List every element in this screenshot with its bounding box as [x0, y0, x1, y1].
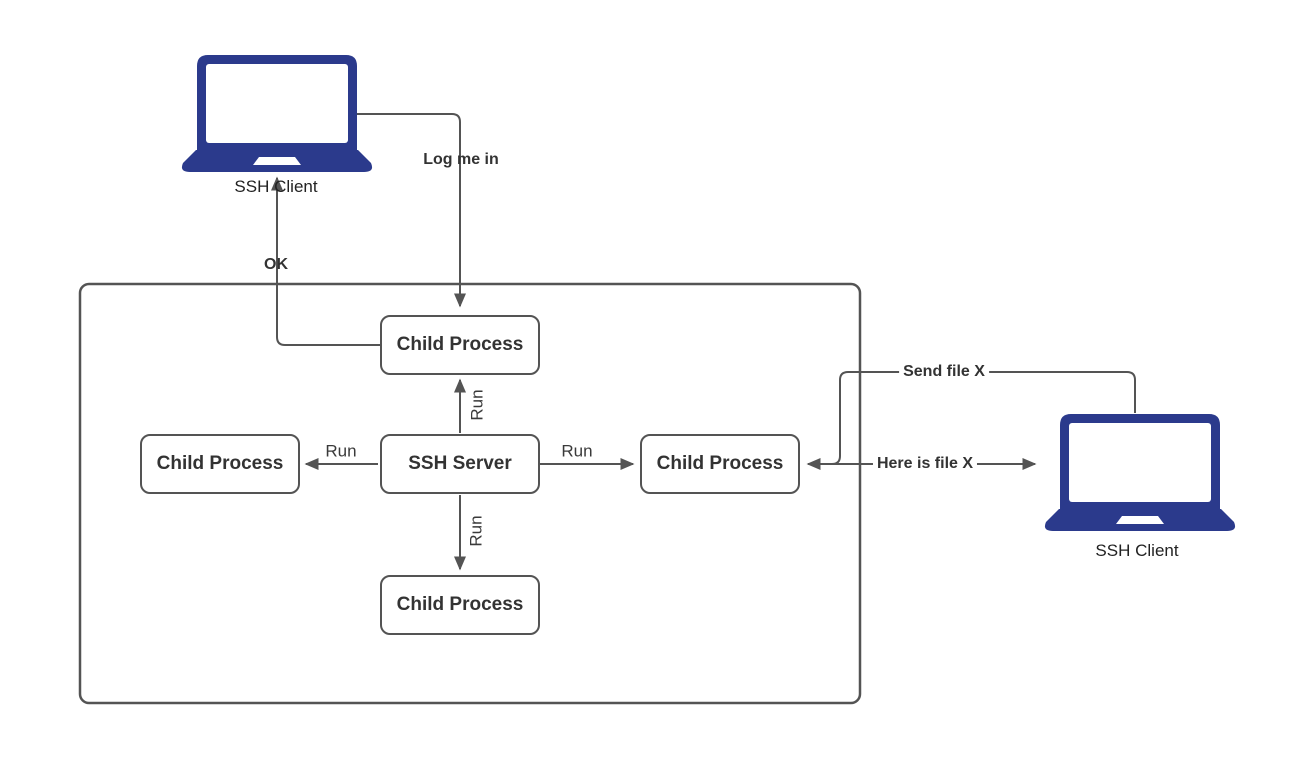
edge-label-here-is-file: Here is file X: [872, 455, 978, 473]
laptop-icon: [181, 55, 373, 172]
edge-log-me-in: [357, 113, 466, 308]
edge-label-run-left: Run: [325, 441, 357, 461]
node-child-process-right: Child Process: [640, 434, 800, 494]
edge-label-log-me-in: Log me in: [423, 151, 499, 168]
edge-label-ok: OK: [264, 256, 288, 273]
edge-label-send-file: Send file X: [899, 363, 989, 381]
node-label: Child Process: [396, 334, 524, 355]
server-host-container: [78, 282, 862, 705]
ssh-client-top-label: SSH Client: [234, 177, 318, 196]
node-label: Child Process: [396, 594, 524, 615]
node-ssh-server: SSH Server: [380, 434, 540, 494]
node-child-process-top: Child Process: [380, 315, 540, 375]
edge-label-run-bottom: Run: [466, 515, 486, 547]
node-label: SSH Server: [408, 453, 512, 474]
node-child-process-left: Child Process: [140, 434, 300, 494]
node-label: Child Process: [156, 453, 284, 474]
laptop-icon: [1044, 414, 1236, 531]
edge-label-run-top: Run: [467, 389, 487, 421]
node-child-process-bottom: Child Process: [380, 575, 540, 635]
edge-send-file: [806, 371, 1136, 470]
edge-ok: [271, 176, 380, 346]
node-label: Child Process: [656, 453, 784, 474]
edge-label-run-right: Run: [561, 441, 593, 461]
ssh-client-right-label: SSH Client: [1095, 541, 1179, 560]
